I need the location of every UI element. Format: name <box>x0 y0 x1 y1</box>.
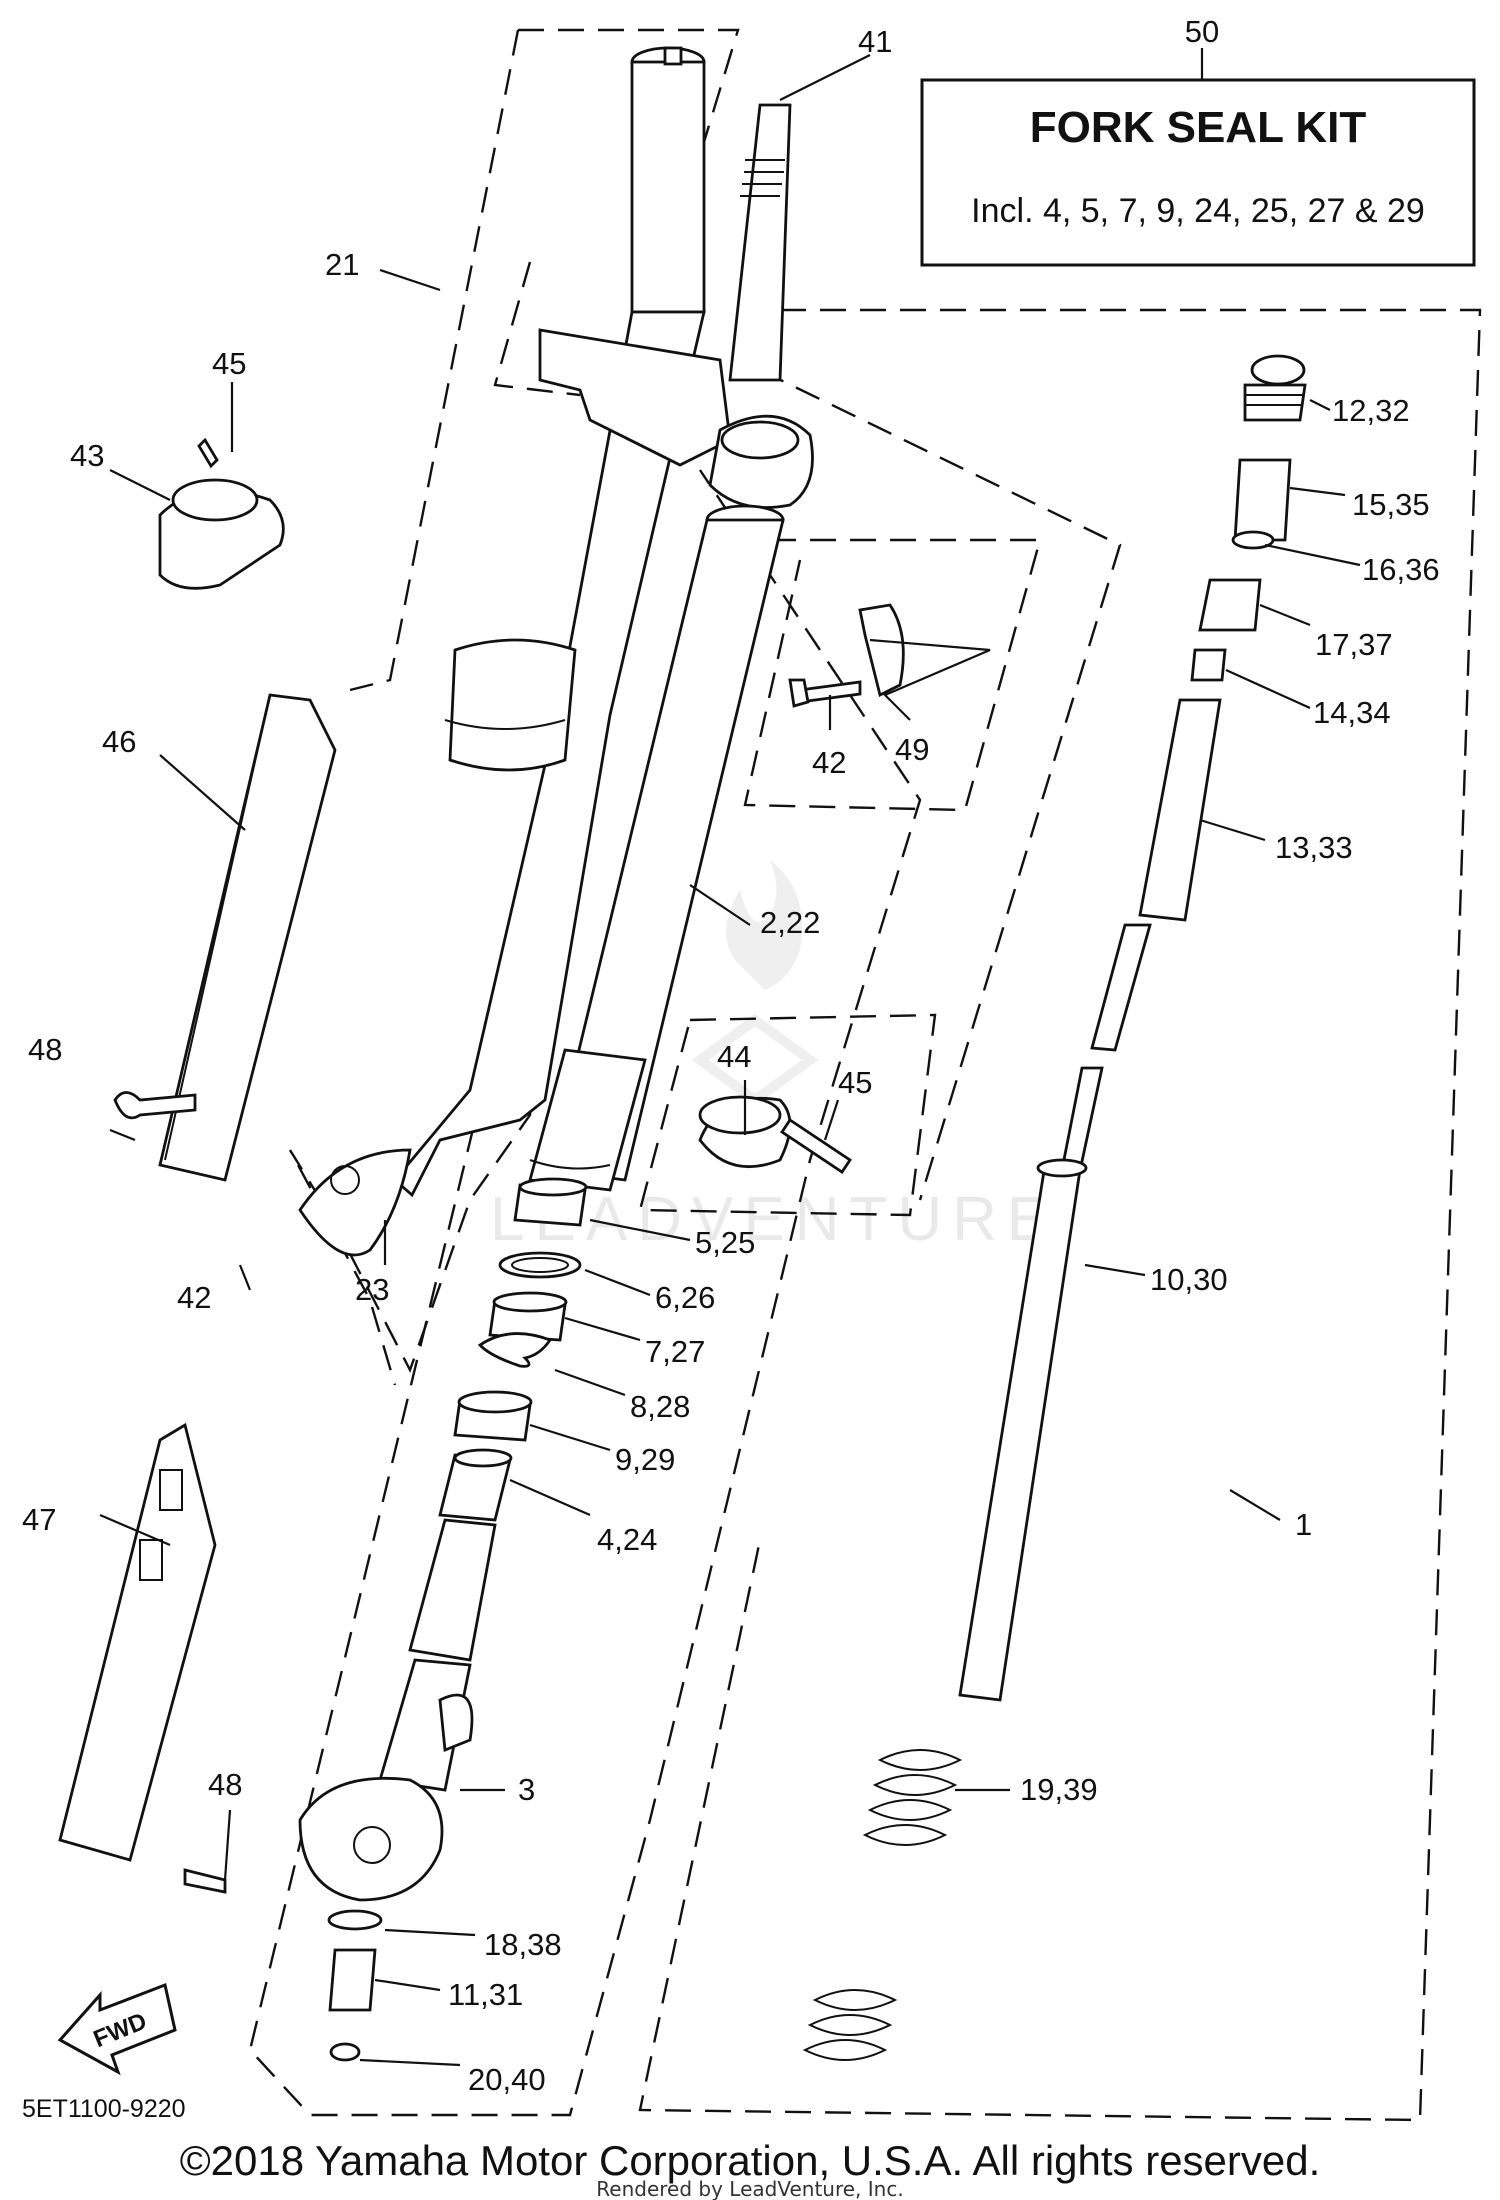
label-7-27: 7,27 <box>645 1334 705 1369</box>
kit-includes: Incl. 4, 5, 7, 9, 24, 25, 27 & 29 <box>971 192 1425 230</box>
label-19-39: 19,39 <box>1020 1772 1098 1807</box>
fwd-arrow-icon: FWD <box>57 1982 177 2076</box>
label-43: 43 <box>70 438 104 473</box>
kit-title: FORK SEAL KIT <box>1030 103 1367 152</box>
label-5-25: 5,25 <box>695 1225 755 1260</box>
label-9-29: 9,29 <box>615 1442 675 1477</box>
label-47: 47 <box>22 1502 56 1537</box>
seal-stack <box>438 1177 588 1522</box>
label-6-26: 6,26 <box>655 1280 715 1315</box>
axle-holder-3 <box>298 1518 497 1902</box>
diagram-code: 5ET1100-9220 <box>22 2095 186 2123</box>
label-1: 1 <box>1295 1507 1312 1542</box>
guard-47 <box>58 1422 227 1894</box>
label-13-33: 13,33 <box>1275 830 1353 865</box>
label-45-upper: 45 <box>212 346 246 381</box>
label-10-30: 10,30 <box>1150 1262 1228 1297</box>
steering-stem-41 <box>538 103 814 509</box>
label-20-40: 20,40 <box>468 2062 546 2097</box>
label-3: 3 <box>518 1772 535 1807</box>
guard-46 <box>113 693 337 1182</box>
label-45-lower: 45 <box>838 1065 872 1100</box>
clamp-43 <box>158 437 285 590</box>
label-41: 41 <box>858 24 892 59</box>
label-44: 44 <box>717 1039 751 1074</box>
label-11-31: 11,31 <box>448 1977 523 2012</box>
leader-lines <box>99 54 1361 2067</box>
label-46: 46 <box>102 724 136 759</box>
label-16-36: 16,36 <box>1362 552 1440 587</box>
label-8-28: 8,28 <box>630 1389 690 1424</box>
bracket-49 <box>788 603 905 708</box>
label-42-lower: 42 <box>177 1280 211 1315</box>
label-23: 23 <box>355 1272 389 1307</box>
rendered-by-text: Rendered by LeadVenture, Inc. <box>596 2177 903 2200</box>
label-48-upper: 48 <box>28 1032 62 1067</box>
label-42-upper: 42 <box>812 745 846 780</box>
label-12-32: 12,32 <box>1332 393 1410 428</box>
outer-tube-21 <box>298 46 706 1257</box>
label-15-35: 15,35 <box>1352 487 1430 522</box>
label-4-24: 4,24 <box>597 1522 657 1557</box>
base-valve-11 <box>327 1909 383 2062</box>
label-18-38: 18,38 <box>484 1927 562 1962</box>
copyright-text: ©2018 Yamaha Motor Corporation, U.S.A. A… <box>180 2137 1321 2184</box>
label-50: 50 <box>1185 14 1219 49</box>
fork-seal-kit-box: 50 FORK SEAL KIT Incl. 4, 5, 7, 9, 24, 2… <box>920 14 1476 267</box>
damper-assembly-1 <box>802 354 1307 2061</box>
label-14-34: 14,34 <box>1313 695 1391 730</box>
label-49: 49 <box>895 732 929 767</box>
label-48-lower: 48 <box>208 1767 242 1802</box>
inner-tube-2 <box>528 504 785 1192</box>
label-21: 21 <box>325 247 359 282</box>
label-17-37: 17,37 <box>1315 627 1393 662</box>
callout-labels: 41 21 45 43 12,32 15,35 16,36 17,37 14,3… <box>22 24 1440 2097</box>
label-2-22: 2,22 <box>760 905 820 940</box>
